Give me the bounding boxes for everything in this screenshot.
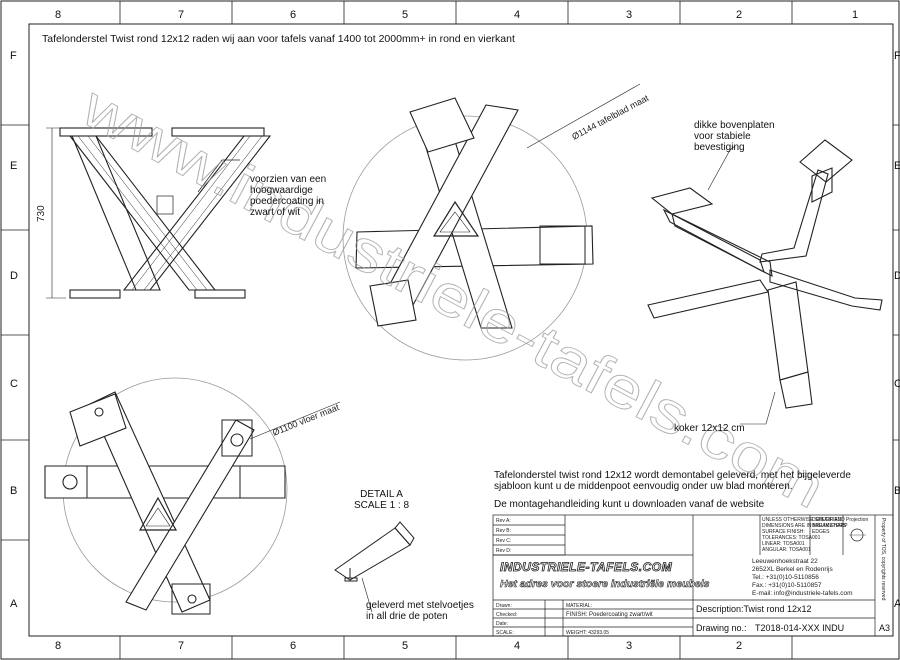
drawing-number-field: Drawing no.: T2018-014-XXX INDU: [696, 623, 845, 633]
drawn-label: Drawn:: [496, 603, 512, 609]
drawing-number-value: T2018-014-XXX INDU: [755, 623, 845, 633]
column-number: 2: [736, 9, 743, 21]
note-line: zwart of wit: [250, 207, 301, 218]
address-line: Tel.: +31(0)10-5110856: [752, 574, 819, 581]
height-dimension-label: 730: [36, 205, 47, 222]
deburr-notes: DEBURR AND BREAK SHARP EDGES: [812, 517, 848, 535]
company-logo-text: INDUSTRIELE-TAFELS.COM: [500, 560, 673, 574]
address-line: E-mail: info@industriele-tafels.com: [752, 590, 853, 597]
column-number: 8: [55, 9, 62, 21]
title-block-side-text: Property of TOS, copyrights reserved: [880, 518, 886, 601]
description-line: sjabloon kunt u de middenpoot eenvoudig …: [494, 481, 793, 492]
detail-title: DETAIL A: [360, 489, 403, 500]
rev-label: Rev B:: [496, 528, 512, 534]
deburr-line: DEBURR AND: [812, 517, 845, 523]
row-letter: C: [894, 378, 900, 390]
description-field-value: Twist rond 12x12: [743, 604, 812, 614]
address-line: 2652XL Berkel en Rodenrijs: [752, 566, 833, 573]
row-letter: B: [10, 485, 18, 497]
address-line: Fax.: +31(0)10-5110857: [752, 582, 822, 589]
column-number: 5: [402, 640, 409, 652]
note-line: dikke bovenplaten: [694, 120, 775, 131]
rev-label: Rev A:: [496, 518, 511, 524]
column-number: 1: [852, 9, 859, 21]
date-label: Date:: [496, 621, 508, 627]
title-block-frame: [492, 514, 894, 637]
note-line: in all drie de poten: [366, 611, 448, 622]
iso-view-note: dikke bovenplaten voor stabiele bevestig…: [694, 120, 775, 153]
row-letter: B: [894, 485, 900, 497]
note-line: voor stabiele: [694, 131, 751, 142]
weight-value: WEIGHT: 43293.05: [566, 630, 610, 636]
tube-note: koker 12x12 cm: [674, 423, 745, 434]
deburr-line: EDGES: [812, 529, 830, 535]
detail-note: geleverd met stelvoetjes in all drie de …: [366, 600, 474, 622]
note-line: hoogwaardige: [250, 185, 313, 196]
top-view-drawing: [342, 83, 641, 361]
row-letter: F: [10, 50, 17, 62]
spec-line: ANGULAR: TOSA001: [762, 547, 811, 553]
finish-value: FINISH: Poedercoating zwart/wit: [566, 612, 653, 618]
row-letter: E: [10, 160, 18, 172]
scale-label: SCALE:: [496, 630, 514, 636]
detail-heading: DETAIL A SCALE 1 : 8: [354, 489, 410, 511]
row-letter: D: [10, 270, 18, 282]
note-line: geleverd met stelvoetjes: [366, 600, 474, 611]
row-letter: F: [894, 50, 900, 62]
description-line: De montagehandleiding kunt u downloaden …: [494, 499, 765, 510]
floor-diameter-label: Ø1100 vloer maat: [271, 402, 341, 438]
iso-view-drawing: [647, 139, 883, 425]
column-number: 4: [514, 640, 521, 652]
description-line: Tafelonderstel twist rond 12x12 wordt de…: [494, 470, 851, 481]
column-number: 8: [55, 640, 62, 652]
row-letter: A: [10, 598, 18, 610]
spec-line: SURFACE FINISH:: [762, 529, 805, 535]
deburr-line: BREAK SHARP: [812, 523, 848, 529]
note-line: poedercoating in: [250, 196, 324, 207]
description-field: Description:Twist rond 12x12: [696, 604, 812, 614]
spec-notes: UNLESS OTHERWISE SPECIFIED: DIMENSIONS A…: [762, 517, 846, 553]
column-number: 6: [290, 640, 297, 652]
drawing-title: Tafelonderstel Twist rond 12x12 raden wi…: [42, 33, 515, 45]
bottom-view-drawing: [44, 377, 341, 615]
projection-label: Projection: [846, 517, 869, 523]
company-slogan: Het adres voor stoere industriële meubel…: [500, 578, 710, 590]
company-address: Leeuwenhoekstraat 22 2652XL Berkel en Ro…: [752, 558, 853, 598]
column-number: 5: [402, 9, 409, 21]
column-number: 4: [514, 9, 521, 21]
top-diameter-label: Ø1144 tafelblad maat: [570, 93, 651, 142]
note-line: voorzien van een: [250, 174, 327, 185]
front-view-note: voorzien van een hoogwaardige poedercoat…: [250, 174, 326, 218]
front-view-drawing: [46, 127, 272, 299]
spec-line: DIMENSIONS ARE IN MILLIMETERS: [762, 523, 847, 529]
rev-label: Rev D:: [496, 548, 512, 554]
rev-label: Rev C:: [496, 538, 512, 544]
description-field-label: Description:: [696, 604, 744, 614]
row-letter: D: [894, 270, 900, 282]
description-block: Tafelonderstel twist rond 12x12 wordt de…: [494, 470, 851, 510]
spec-line: LINEAR: TOSA001: [762, 541, 805, 547]
column-number: 3: [626, 9, 633, 21]
spec-line: UNLESS OTHERWISE SPECIFIED:: [762, 517, 843, 523]
address-line: Leeuwenhoekstraat 22: [752, 558, 818, 565]
row-letter: C: [10, 378, 18, 390]
checked-label: Checked:: [496, 612, 518, 618]
column-number: 7: [178, 9, 185, 21]
column-number: 7: [178, 640, 185, 652]
spec-line: TOLERANCES: TOSA001: [762, 535, 821, 541]
row-letter: A: [894, 598, 900, 610]
column-number: 2: [736, 640, 743, 652]
row-letter: E: [894, 160, 900, 172]
detail-a-drawing: [334, 521, 415, 613]
drawing-number-label: Drawing no.:: [696, 623, 747, 633]
column-number: 6: [290, 9, 297, 21]
note-line: bevestiging: [694, 142, 745, 153]
material-label: MATERIAL:: [566, 603, 593, 609]
column-number: 3: [626, 640, 633, 652]
sheet-size: A3: [879, 623, 891, 633]
detail-scale: SCALE 1 : 8: [354, 499, 410, 511]
